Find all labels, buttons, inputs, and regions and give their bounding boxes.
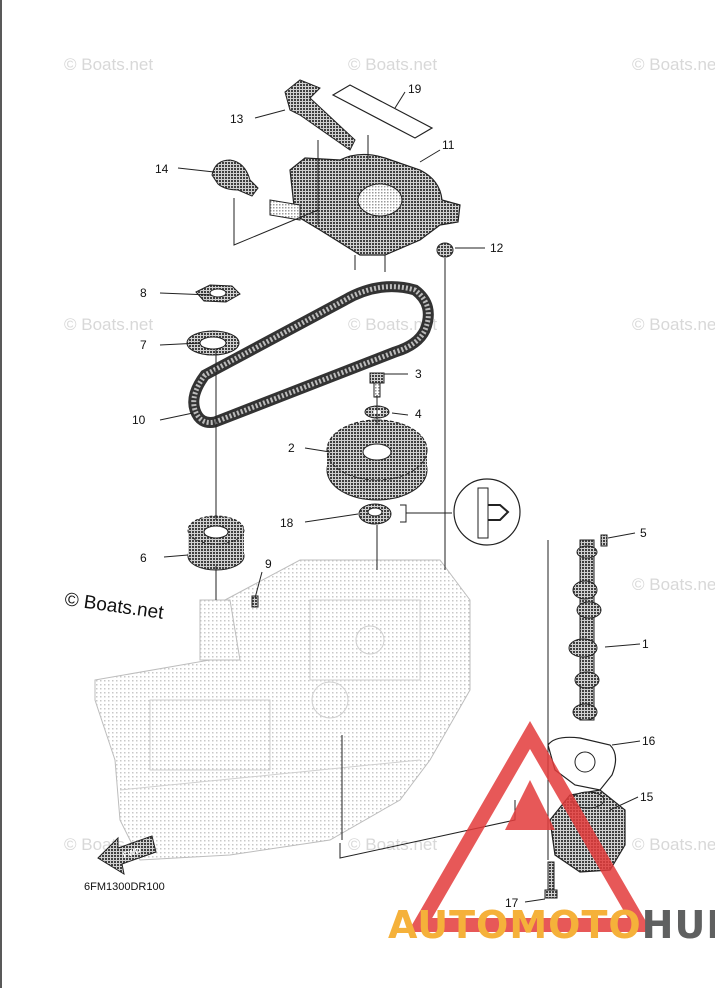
part-1-camshaft[interactable] bbox=[568, 539, 602, 721]
callout-12: 12 bbox=[490, 241, 504, 255]
assembly-lines bbox=[215, 135, 549, 860]
callout-16: 16 bbox=[642, 734, 656, 748]
part-10-timing-belt[interactable] bbox=[188, 281, 434, 428]
engine-block bbox=[94, 559, 471, 861]
callout-15: 15 bbox=[640, 790, 654, 804]
callout-3: 3 bbox=[415, 367, 422, 381]
watermark: © Boats.net bbox=[632, 575, 715, 594]
part-11-belt-cover[interactable] bbox=[269, 153, 461, 272]
callout-7: 7 bbox=[140, 338, 147, 352]
watermark: © Boats.net bbox=[348, 315, 437, 334]
part-2-driven-gear[interactable] bbox=[326, 419, 428, 501]
callout-14: 14 bbox=[155, 162, 169, 176]
seal-detail-inset bbox=[400, 478, 521, 546]
watermark: © Boats.net bbox=[348, 55, 437, 74]
callout-1: 1 bbox=[642, 637, 649, 651]
part-3-bolt[interactable] bbox=[369, 372, 385, 398]
part-6-drive-gear[interactable] bbox=[187, 515, 245, 571]
callout-5: 5 bbox=[640, 526, 647, 540]
part-17-bolt[interactable] bbox=[544, 861, 558, 899]
callout-2: 2 bbox=[288, 441, 295, 455]
watermark: © Boats.net bbox=[64, 55, 153, 74]
part-16-gasket[interactable] bbox=[547, 736, 617, 791]
callout-17: 17 bbox=[505, 896, 519, 910]
callout-4: 4 bbox=[415, 407, 422, 421]
callout-9: 9 bbox=[265, 557, 272, 571]
part-12-collar[interactable] bbox=[436, 242, 454, 258]
part-7-washer[interactable] bbox=[186, 330, 240, 356]
callout-10: 10 bbox=[132, 413, 146, 427]
watermark: © Boats.net bbox=[64, 315, 153, 334]
callout-13: 13 bbox=[230, 112, 244, 126]
callout-6: 6 bbox=[140, 551, 147, 565]
part-19-label[interactable] bbox=[331, 84, 434, 139]
part-5-pin[interactable] bbox=[600, 534, 608, 547]
fwd-arrow-icon: FWD bbox=[97, 835, 157, 876]
part-8-nut[interactable] bbox=[195, 284, 241, 303]
callout-19: 19 bbox=[408, 82, 422, 96]
brand-text: AUTOMOTOHUB bbox=[388, 903, 715, 947]
callout-11: 11 bbox=[442, 138, 455, 152]
callout-labels: 1 2 3 4 5 6 7 8 9 10 11 12 13 14 15 16 1… bbox=[132, 82, 656, 910]
part-13-seal[interactable] bbox=[284, 79, 356, 151]
diagram-code: 6FM1300DR100 bbox=[84, 881, 165, 893]
watermark: © Boats.net bbox=[632, 55, 715, 74]
automotohub-logo: AUTOMOTOHUB bbox=[388, 721, 715, 947]
part-14-seal[interactable] bbox=[211, 159, 259, 197]
part-18-oil-seal[interactable] bbox=[358, 503, 392, 525]
watermark-large: © Boats.net bbox=[63, 589, 165, 624]
watermark: © Boats.net bbox=[348, 835, 437, 854]
callout-18: 18 bbox=[280, 516, 294, 530]
watermark: © Boats.net bbox=[632, 315, 715, 334]
watermark: © Boats.net bbox=[632, 835, 715, 854]
part-9-pin[interactable] bbox=[251, 595, 259, 608]
callout-8: 8 bbox=[140, 286, 147, 300]
leader-lines bbox=[159, 91, 641, 903]
